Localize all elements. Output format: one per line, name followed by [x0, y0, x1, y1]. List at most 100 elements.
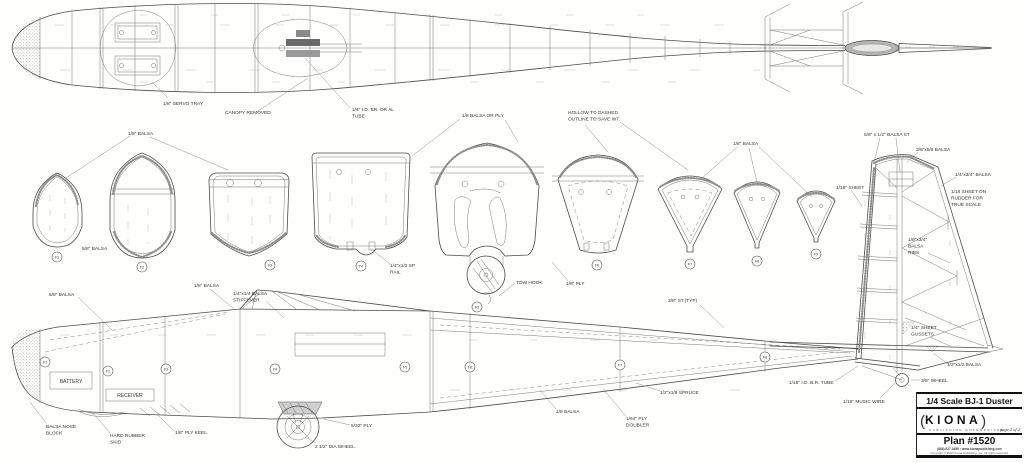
- label-rudder-sheet-line3: TRUE SCALE: [951, 202, 981, 208]
- former-marker-f5: F5: [475, 306, 479, 310]
- wing-pylon: [239, 289, 431, 312]
- former-marker-f7: F7: [688, 263, 692, 267]
- station-marker-f3: F3: [164, 368, 168, 372]
- main-wheel-side: [276, 401, 323, 449]
- page-indicator: page 2 of 2: [999, 427, 1020, 432]
- label-formers-balsa-right: 1/8" BALSA: [733, 141, 759, 147]
- equipment-box: [294, 332, 386, 357]
- logo-row: (KIONA) PUBLISHING ENTERPRISES page 2 of…: [917, 409, 1022, 435]
- label-tow-hook: TOW HOOK: [516, 280, 543, 286]
- fin-rudder-detail: [769, 154, 1004, 387]
- side-view-station-markers: F1 F2 F3 F4 F5 F6 F7 F8: [39, 351, 771, 377]
- former-marker-f3: F3: [268, 264, 272, 268]
- label-ply-18: 1/8" PLY: [566, 281, 585, 287]
- station-marker-f7: F7: [618, 364, 622, 368]
- label-dia-wheel: 2 1/2" DIA WHEEL: [315, 444, 355, 450]
- label-ply-keel: 1/8" PLY KEEL: [175, 430, 207, 436]
- label-balsa-1434: 1/4"x3/4" BALSA: [955, 172, 992, 178]
- station-marker-f2: F2: [106, 370, 110, 374]
- servo-tray-cutout: [99, 9, 177, 87]
- label-gussets-line2: GUSSETS: [911, 332, 934, 338]
- kiona-logo: (KIONA) PUBLISHING ENTERPRISES: [920, 411, 1004, 432]
- label-ribs-line1: 1/8"x3/4": [908, 237, 927, 243]
- label-sv-balsa-18: 1/8" BALSA: [194, 283, 220, 289]
- label-doubler-line2: DOUBLER: [626, 423, 650, 429]
- former-marker-f8: F8: [755, 260, 759, 264]
- tow-hook-shape: [469, 256, 504, 305]
- label-canopy-removed: CANOPY REMOVED: [225, 110, 271, 116]
- former-f6: F6: [552, 154, 644, 271]
- plan-title: 1/4 Scale BJ-1 Duster: [917, 392, 1022, 409]
- battery-box: [49, 371, 93, 390]
- label-gussets-line1: 1/4" SHEET: [911, 325, 937, 331]
- former-f7: F7: [657, 175, 723, 270]
- annotation-labels: 1/8" SERVO TRAY CANOPY REMOVED 1/4" I.D.…: [46, 101, 992, 450]
- former-marker-f1: F1: [55, 256, 59, 260]
- label-doubler-line1: 1/64" PLY: [626, 416, 648, 422]
- label-tube-line1: 1/4" I.D. BR. OR AL: [352, 107, 394, 113]
- label-sv-balsa-58: 5/8" BALSA: [49, 292, 75, 298]
- battery-label: BATTERY: [60, 379, 83, 385]
- tow-release-mechanism: [252, 18, 362, 78]
- sheet-gussets: [902, 321, 939, 353]
- label-ply-532: 5/32" PLY: [351, 423, 373, 429]
- former-f2: F2: [109, 152, 176, 273]
- logo-left-paren: (: [920, 413, 925, 430]
- label-rudder-sheet-line2: RUDDER FOR: [951, 196, 984, 202]
- label-sp-rail-line1: 1/4"x1/2 SP: [390, 263, 415, 269]
- label-skid-line1: HARD RUBBER: [110, 433, 145, 439]
- station-marker-f8: F8: [763, 356, 767, 360]
- label-nose-block-line2: BLOCK: [46, 431, 63, 437]
- label-ribs-line3: RIBS: [908, 250, 919, 256]
- logo-right-paren: ): [981, 413, 987, 430]
- station-marker-f5: F5: [403, 366, 407, 370]
- station-marker-f4: F4: [273, 368, 277, 372]
- station-marker-f6: F6: [468, 366, 472, 370]
- label-sheet-116: 1/16" SHEET: [836, 185, 864, 191]
- nose-block-top: [12, 17, 40, 79]
- tail-wheel: [895, 373, 909, 387]
- copyright-line: Copyright © 2004 Kiona Publishing, Inc. …: [930, 451, 1009, 455]
- main-wheel-former-view: [466, 255, 506, 295]
- former-f9: F9: [796, 190, 836, 260]
- label-balsa-st: 5/8" x 1/2" BALSA ST: [864, 132, 910, 138]
- label-formers-balsa-58: 5/8" BALSA: [82, 246, 108, 252]
- former-f4: F4: [311, 152, 411, 272]
- label-sv-balsa-18b: 1/8 BALSA: [556, 409, 580, 415]
- former-marker-f6: F6: [595, 264, 599, 268]
- label-skid-line2: SKID: [110, 440, 122, 446]
- nose-block-side: [12, 329, 40, 403]
- label-music-wire: 1/16" MUSIC WIRE: [843, 399, 885, 405]
- brand-name: KIONA: [925, 413, 982, 427]
- label-spruce: 1/2"x1/8 SPRUCE: [660, 390, 699, 396]
- title-block: 1/4 Scale BJ-1 Duster (KIONA) PUBLISHING…: [916, 392, 1022, 458]
- top-view-fuselage: [11, 1, 992, 95]
- receiver-box: [105, 388, 155, 402]
- label-servo-tray: 1/8" SERVO TRAY: [163, 101, 204, 107]
- fin-top-view: [898, 43, 992, 53]
- label-balsa-1212: 1/2"x1/2 BALSA: [947, 362, 982, 368]
- leader-lines: [29, 57, 957, 444]
- label-balsa-3858: 3/8"x5/8 BALSA: [916, 147, 951, 153]
- former-f5: F5: [430, 142, 544, 313]
- former-f8: F8: [733, 181, 781, 267]
- former-marker-f2: F2: [140, 266, 144, 270]
- former-f3: F3: [208, 172, 290, 271]
- side-view-fuselage: BATTERY RECEIVER F1 F2 F3 F4 F5 F6 F7 F8: [11, 289, 859, 449]
- label-st-typ: 3/8" ST.(TYP): [668, 298, 698, 304]
- brand-subtitle: PUBLISHING ENTERPRISES: [929, 428, 1005, 432]
- skid-shape: [77, 408, 125, 417]
- label-stiffener-line1: 1/4"x1/4 BALSA: [233, 291, 268, 297]
- label-hollow-line2: OUTLINE TO SAVE WT.: [568, 117, 620, 123]
- contact-line: (866) 827-0456 • www.kionapublishing.com: [937, 447, 1002, 451]
- label-formers-balsa-left: 1/8" BALSA: [128, 131, 154, 137]
- tail-wheel-wire: [861, 365, 903, 381]
- label-ribs-line2: BALSA: [908, 244, 924, 250]
- receiver-label: RECEIVER: [117, 393, 143, 399]
- label-balsa-or-ply: 1/8 BALSA OR PLY: [462, 113, 505, 119]
- label-stiffener-line2: STIFFENER: [233, 298, 260, 304]
- former-marker-f9: F9: [814, 253, 818, 257]
- label-wheel-38: 3/8" WHEEL: [921, 378, 948, 384]
